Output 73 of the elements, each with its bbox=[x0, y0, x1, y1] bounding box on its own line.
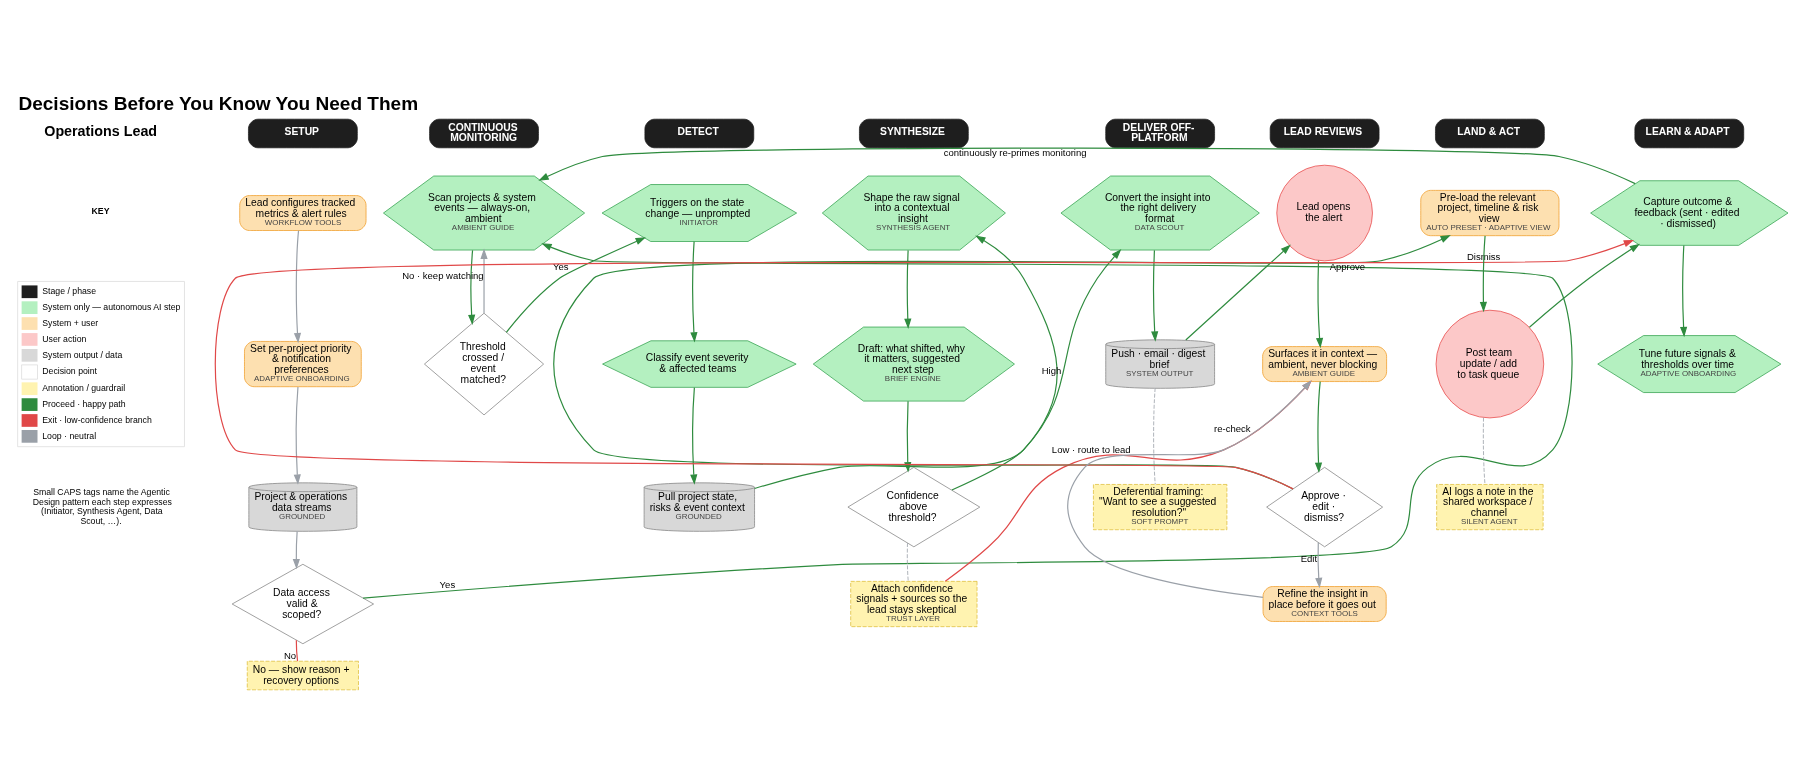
node-box: Deferential framing: "Want to see a suggested resolution?" SOFT PROMPT bbox=[1093, 483, 1228, 530]
legend-label: Stage / phase bbox=[42, 285, 97, 296]
arrow bbox=[1479, 234, 1488, 312]
node-diamond: Confidence above threshold? bbox=[847, 466, 981, 547]
arrow bbox=[293, 229, 302, 343]
node-box: AI logs a note in the shared workspace / channel SILENT AGENT bbox=[1436, 483, 1544, 530]
edge-label: No bbox=[283, 649, 297, 661]
connector bbox=[295, 639, 299, 662]
legend-label: Exit · low-confidence branch bbox=[42, 414, 152, 425]
node-box: LAND & ACT bbox=[1435, 118, 1545, 148]
arrow bbox=[1315, 541, 1323, 588]
label: Operations Lead bbox=[44, 122, 158, 139]
node-box: Set per-project priority & notification preferences ADAPTIVE ONBOARDING bbox=[244, 340, 362, 387]
edge-label: No · keep watching bbox=[402, 269, 484, 281]
arrow bbox=[480, 248, 488, 314]
legend-label: System only — autonomous AI step bbox=[42, 301, 181, 312]
node-box: DETECT bbox=[644, 118, 755, 148]
arrow bbox=[1185, 244, 1291, 341]
node-box: Surfaces it in context — ambient, never blocking AMBIENT GUIDE bbox=[1262, 345, 1387, 382]
arrow bbox=[754, 235, 1058, 489]
node-box: LEARN & ADAPT bbox=[1634, 118, 1745, 148]
arrow bbox=[293, 385, 301, 485]
edge-label: Dismiss bbox=[1466, 250, 1501, 262]
edge-label: Edit bbox=[1300, 552, 1318, 564]
legend-label: System output / data bbox=[42, 349, 123, 360]
connector bbox=[1153, 387, 1156, 485]
arrow bbox=[292, 530, 300, 569]
node-circle: Lead opens the alert bbox=[1276, 164, 1373, 261]
arrow bbox=[214, 239, 1635, 489]
arrow bbox=[362, 242, 1573, 599]
edge-label: Yes bbox=[552, 260, 569, 272]
arrow bbox=[1151, 249, 1159, 342]
legend-label: Decision point bbox=[42, 365, 98, 376]
edge-label: continuously re-primes monitoring bbox=[943, 146, 1087, 158]
node-box: LEAD REVIEWS bbox=[1269, 118, 1380, 148]
arrow bbox=[1315, 259, 1324, 348]
arrow bbox=[690, 240, 698, 343]
node-diamond: Approve · edit · dismiss? bbox=[1266, 466, 1384, 547]
arrow bbox=[904, 249, 912, 329]
legend-label: Annotation / guardrail bbox=[42, 382, 126, 393]
node-box: Refine the insight in place before it goes out CONTEXT TOOLS bbox=[1262, 585, 1387, 622]
edge-label: Yes bbox=[439, 578, 456, 590]
node-box: SYNTHESIZE bbox=[859, 118, 969, 148]
node-box: SETUP bbox=[248, 118, 358, 148]
label: Small CAPS tags name the Agentic Design pattern each step expresses (Initiator, Synthesis Agent, Data Scout, …). bbox=[32, 486, 172, 526]
edge-label: Low · route to lead bbox=[1051, 443, 1131, 455]
connector bbox=[906, 542, 909, 582]
node-circle: Post team update / add to task queue bbox=[1435, 309, 1545, 418]
node-box: CONTINUOUS MONITORING bbox=[429, 118, 539, 148]
node-box: Attach confidence signals + sources so the lead stays skeptical TRUST LAYER bbox=[850, 580, 978, 627]
arrow bbox=[538, 147, 1636, 184]
edge-label: re-check bbox=[1214, 422, 1251, 434]
legend-label: User action bbox=[42, 333, 87, 344]
node-box: No — show reason + recovery options bbox=[246, 660, 359, 690]
node-box: Lead configures tracked metrics & alert rules WORKFLOW TOOLS bbox=[239, 194, 367, 231]
node-box: Pre-load the relevant project, timeline & risk view AUTO PRESET · ADAPTIVE VIEW bbox=[1420, 189, 1560, 236]
arrow bbox=[1314, 380, 1323, 473]
arrow bbox=[690, 386, 698, 485]
node-box: DELIVER OFF-PLATFORM bbox=[1105, 118, 1215, 148]
arrow bbox=[1067, 379, 1312, 598]
diagram-title: Decisions Before You Know You Need Them bbox=[18, 92, 419, 114]
node-diamond: Data access valid & scoped? bbox=[231, 563, 374, 644]
legend-label: Loop · neutral bbox=[42, 430, 97, 441]
legend-label: Proceed · happy path bbox=[42, 398, 126, 409]
legend-label: System + user bbox=[42, 317, 99, 328]
arrow bbox=[1679, 244, 1688, 337]
arrow bbox=[505, 236, 646, 333]
arrow bbox=[951, 248, 1122, 491]
label: KEY bbox=[91, 205, 110, 216]
arrow bbox=[468, 249, 476, 325]
edge-label: High bbox=[1041, 364, 1062, 376]
connector bbox=[1482, 416, 1486, 485]
arrow bbox=[1528, 243, 1640, 328]
